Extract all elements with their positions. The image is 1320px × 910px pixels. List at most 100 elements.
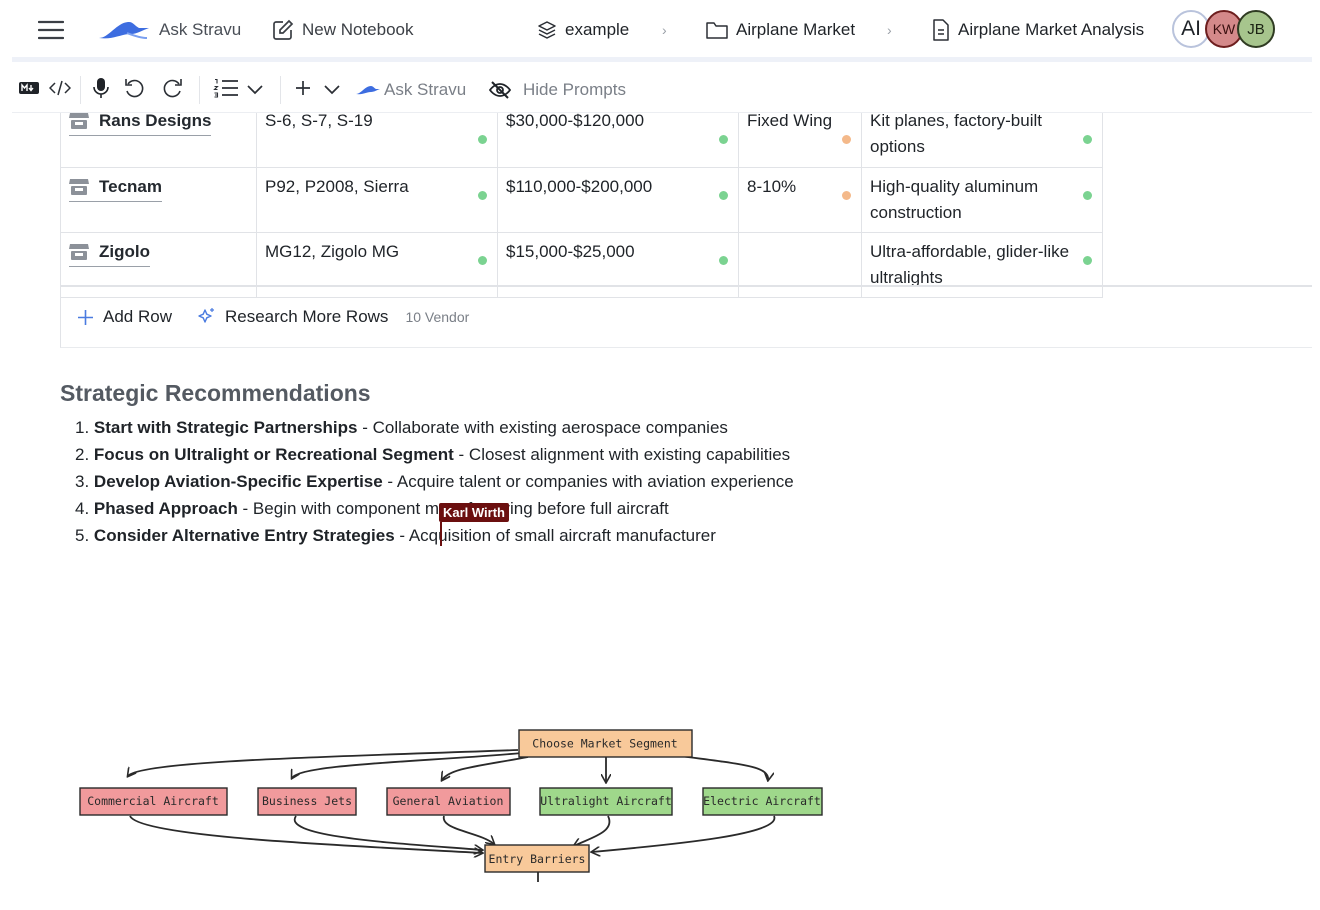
item-text: - Acquire talent or companies with aviat… — [382, 472, 794, 491]
status-dot — [478, 191, 487, 200]
item-bold-text: Develop Aviation-Specific Expertise — [93, 472, 383, 491]
table-cell: Rans Designs — [60, 113, 257, 168]
vendor-name: Rans Designs — [99, 113, 212, 130]
share-text: 8-10% — [747, 177, 797, 196]
new-notebook-button[interactable]: New Notebook — [272, 0, 414, 60]
toolbar-divider — [280, 76, 281, 104]
table-cell: Tecnam — [60, 167, 257, 233]
avatar[interactable]: JB — [1237, 10, 1275, 48]
flowchart-node-business-jets[interactable]: Business Jets — [257, 787, 357, 816]
numbered-list-icon — [213, 78, 239, 103]
avatar[interactable]: KW — [1205, 10, 1243, 48]
undo-icon — [123, 77, 145, 104]
redo-button[interactable] — [162, 67, 184, 113]
breadcrumb-separator: › — [887, 22, 892, 38]
status-dot — [1083, 191, 1092, 200]
voice-input-button[interactable] — [93, 67, 109, 113]
list-item[interactable]: 4. Phased Approach - Begin with componen… — [75, 495, 794, 522]
row-count-label: 10 Vendor — [405, 309, 470, 325]
item-bold-text: Start with Strategic Partnerships — [93, 418, 358, 437]
price-text: $30,000-$120,000 — [506, 113, 645, 130]
table-cell[interactable]: Kit planes, factory-built options — [861, 113, 1103, 168]
status-dot — [1083, 135, 1092, 144]
toolbar-ask-stravu-label: Ask Stravu — [384, 80, 467, 99]
vendor-table: Rans Designs S-6, S-7, S-19 $30,000-$120… — [60, 113, 1312, 349]
item-bold-text: Focus on Ultralight or Recreational Segm… — [93, 445, 454, 464]
layers-icon — [537, 20, 557, 40]
hide-prompts-button[interactable]: Hide Prompts — [489, 67, 626, 113]
vendor-link[interactable]: Rans Designs — [69, 113, 212, 136]
code-view-button[interactable] — [48, 67, 72, 113]
node-label: Choose Market Segment — [532, 737, 677, 751]
code-icon — [48, 79, 72, 102]
stravu-logo-icon — [97, 18, 151, 42]
markdown-toggle-button[interactable] — [18, 67, 40, 113]
store-icon — [69, 243, 89, 261]
research-more-rows-button[interactable]: Research More Rows — [196, 307, 388, 327]
add-row-button[interactable]: Add Row — [77, 307, 172, 327]
vendor-link[interactable]: Zigolo — [69, 239, 150, 267]
table-cell[interactable]: Fixed Wing — [738, 113, 862, 168]
models-text: MG12, Zigolo MG — [265, 242, 400, 261]
models-text: P92, P2008, Sierra — [265, 177, 409, 196]
list-item[interactable]: 3. Develop Aviation-Specific Expertise -… — [75, 468, 794, 495]
store-icon — [69, 178, 89, 196]
list-item[interactable]: 2. Focus on Ultralight or Recreational S… — [75, 441, 794, 468]
ask-stravu-button[interactable]: Ask Stravu — [97, 0, 241, 60]
node-label: General Aviation — [393, 794, 504, 808]
menu-button[interactable] — [38, 0, 72, 60]
chevron-down-icon — [247, 80, 263, 100]
folder-icon — [706, 21, 728, 39]
markdown-icon — [18, 80, 40, 101]
list-number: 1. — [75, 418, 90, 437]
list-style-dropdown[interactable] — [213, 67, 263, 113]
table-cell[interactable]: 8-10% — [738, 167, 862, 233]
editor-toolbar: Ask Stravu Hide Prompts — [12, 67, 1312, 113]
flowchart-node-top[interactable]: Choose Market Segment — [518, 729, 693, 758]
table-cell[interactable]: P92, P2008, Sierra — [256, 167, 498, 233]
list-number: 4. — [75, 499, 90, 518]
table-cell[interactable]: $110,000-$200,000 — [497, 167, 739, 233]
item-bold-text: Consider Alternative Entry Strategies — [93, 526, 395, 545]
vendor-link[interactable]: Tecnam — [69, 174, 162, 202]
new-notebook-label: New Notebook — [302, 20, 414, 39]
table-cell[interactable] — [738, 232, 862, 298]
breadcrumb-airplane-market-analysis[interactable]: Airplane Market Analysis — [932, 0, 1144, 60]
breadcrumb-example[interactable]: example — [537, 0, 629, 60]
insert-dropdown[interactable] — [294, 67, 340, 113]
sparkle-icon — [196, 307, 216, 327]
table-footer: Add Row Research More Rows 10 Vendor — [60, 285, 1312, 348]
flowchart-node-ultralight-aircraft[interactable]: Ultralight Aircraft — [539, 787, 673, 816]
table-cell[interactable]: High-quality aluminum construction — [861, 167, 1103, 233]
section-heading: Strategic Recommendations — [60, 380, 371, 406]
toolbar-ask-stravu-button[interactable]: Ask Stravu — [355, 67, 466, 113]
table-row: Tecnam P92, P2008, Sierra $110,000-$200,… — [60, 167, 1103, 233]
microphone-icon — [93, 77, 109, 104]
flowchart-node-entry-barriers[interactable]: Entry Barriers — [484, 844, 590, 873]
table-cell[interactable]: S-6, S-7, S-19 — [256, 113, 498, 168]
flowchart-node-general-aviation[interactable]: General Aviation — [386, 787, 511, 816]
item-bold-text: Phased Approach — [93, 499, 238, 518]
status-dot — [719, 256, 728, 265]
status-dot — [842, 135, 851, 144]
table-cell[interactable]: $30,000-$120,000 — [497, 113, 739, 168]
table-row: Rans Designs S-6, S-7, S-19 $30,000-$120… — [60, 113, 1103, 168]
chevron-down-icon — [324, 80, 340, 100]
undo-button[interactable] — [123, 67, 145, 113]
item-text: - Collaborate with existing aerospace co… — [357, 418, 728, 437]
redo-icon — [162, 77, 184, 104]
avatar[interactable]: AI — [1172, 10, 1210, 48]
table-cell[interactable]: Ultra-affordable, glider-like ultralight… — [861, 232, 1103, 298]
table-cell[interactable]: $15,000-$25,000 — [497, 232, 739, 298]
list-item[interactable]: 1. Start with Strategic Partnerships - C… — [75, 414, 794, 441]
flowchart-node-electric-aircraft[interactable]: Electric Aircraft — [702, 787, 823, 816]
flowchart-node-commercial-aircraft[interactable]: Commercial Aircraft — [79, 787, 228, 816]
hide-prompts-label: Hide Prompts — [523, 80, 626, 99]
breadcrumb-airplane-market[interactable]: Airplane Market — [706, 0, 855, 60]
eye-off-icon — [489, 81, 511, 99]
list-item[interactable]: 5. Consider Alternative Entry Strategies… — [75, 522, 794, 549]
breadcrumb-label: Airplane Market Analysis — [958, 20, 1145, 39]
table-cell[interactable]: MG12, Zigolo MG — [256, 232, 498, 298]
notes-text: Kit planes, factory-built options — [870, 113, 1042, 156]
top-bar: Ask Stravu New Notebook example › Airpla… — [12, 0, 1312, 62]
